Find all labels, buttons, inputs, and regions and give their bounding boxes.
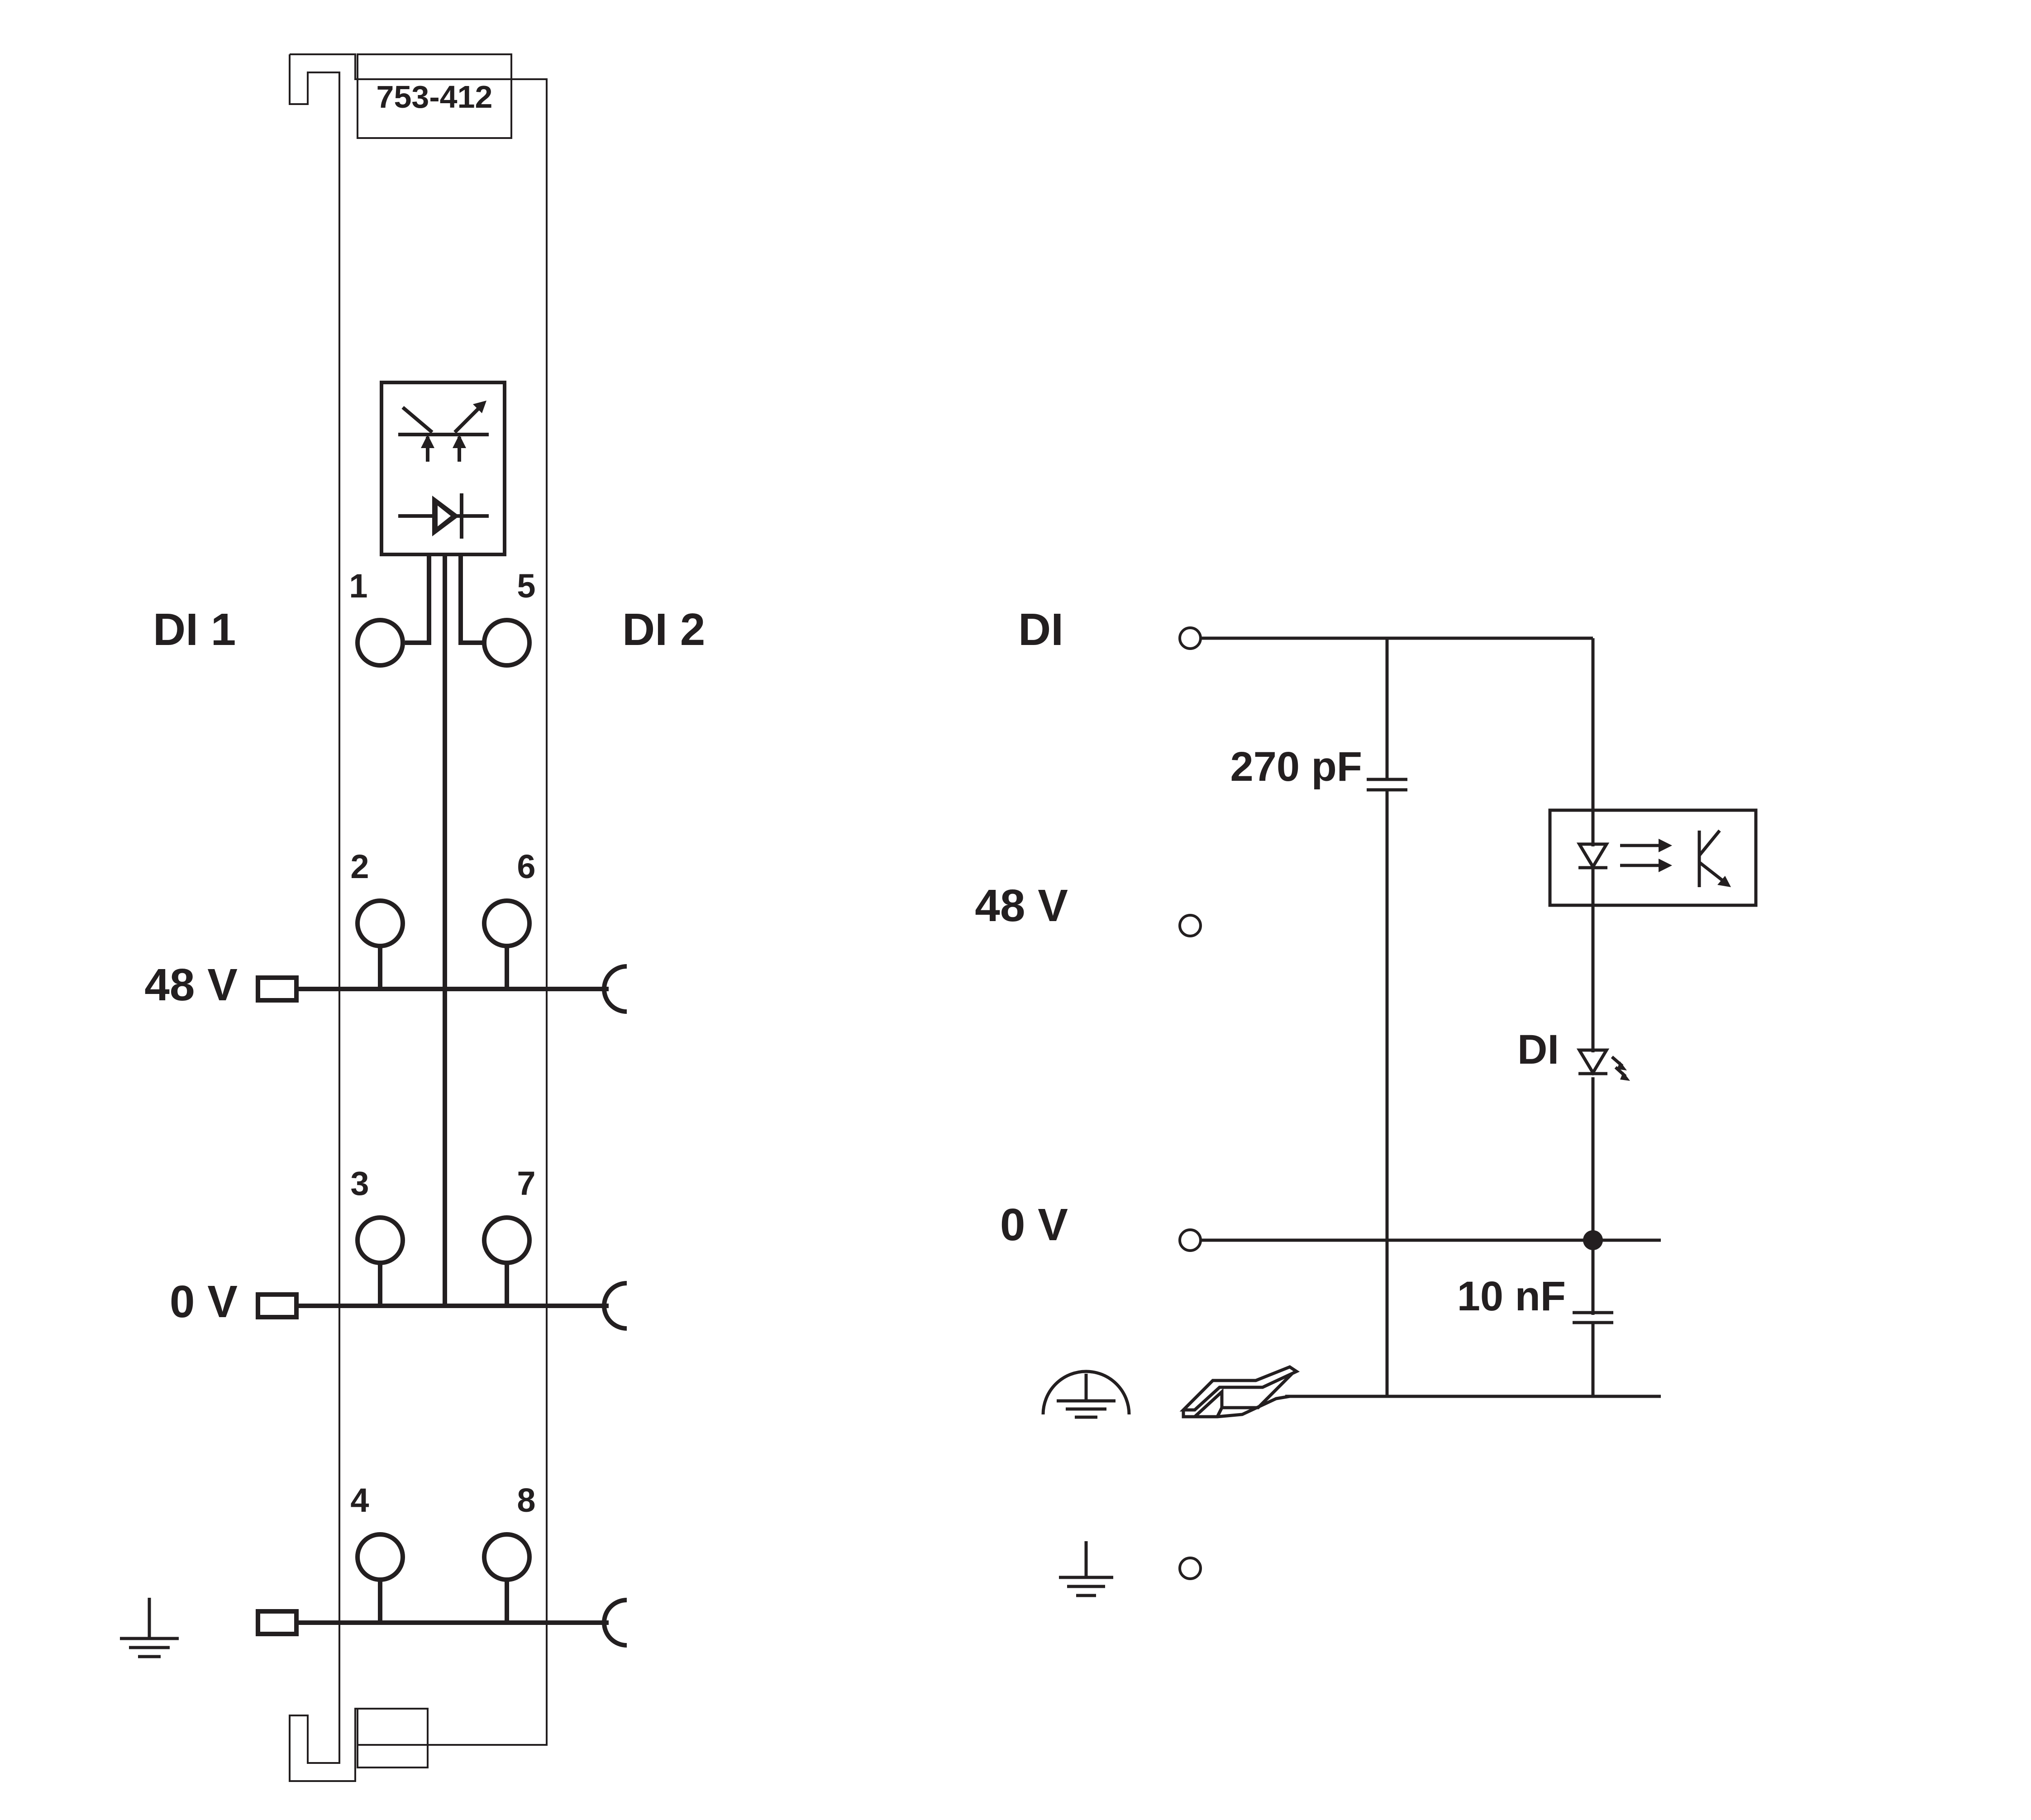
- rail-0v: [256, 1281, 627, 1331]
- channel-label-di2: DI 2: [622, 604, 705, 655]
- capacitor-270pf-label: 270 pF: [1230, 744, 1362, 790]
- terminal-number-4: 4: [350, 1481, 369, 1519]
- terminal-8[interactable]: [482, 1532, 532, 1623]
- capacitor-10nf: [1573, 1240, 1613, 1396]
- optocoupler-icon: [1548, 808, 1758, 907]
- terminal-number-3: 3: [350, 1165, 369, 1202]
- terminal-number-7: 7: [517, 1165, 535, 1202]
- terminal-number-6: 6: [517, 848, 535, 885]
- schematic-terminal-0v: [1178, 1228, 1202, 1252]
- schematic-label-48v: 48 V: [975, 880, 1068, 931]
- rail-label-0v: 0 V: [170, 1276, 238, 1327]
- terminal-2[interactable]: [355, 898, 405, 989]
- rail-48v: [256, 964, 627, 1014]
- schematic-label-di: DI: [1018, 604, 1063, 655]
- electronics-box: [380, 381, 506, 556]
- terminal-3[interactable]: [355, 1215, 405, 1306]
- schematic-terminal-48v[interactable]: [1178, 914, 1202, 937]
- terminal-7[interactable]: [482, 1215, 532, 1306]
- terminal-4[interactable]: [355, 1532, 405, 1623]
- terminal-number-1: 1: [349, 567, 367, 605]
- led-label-di: DI: [1517, 1027, 1559, 1073]
- terminal-number-8: 8: [517, 1481, 535, 1519]
- terminal-number-2: 2: [350, 848, 369, 885]
- schematic-terminal-ground: [1178, 1557, 1202, 1580]
- terminal-1[interactable]: [355, 618, 405, 668]
- optocoupler-symbol: [398, 401, 489, 462]
- din-rail-icon: [1179, 1365, 1300, 1419]
- capacitor-270pf: [1367, 638, 1407, 1396]
- di-line: [1178, 626, 1593, 650]
- channel-label-di1: DI 1: [153, 604, 236, 655]
- rail-ground: [256, 1598, 627, 1648]
- terminal-5[interactable]: [482, 618, 532, 668]
- diode-symbol: [398, 493, 489, 539]
- internal-bus: [405, 554, 484, 1308]
- shield-ground-icon: [1041, 1370, 1131, 1419]
- led-icon: [1576, 1046, 1630, 1081]
- ground-icon: [120, 1598, 179, 1658]
- schematic-label-0v: 0 V: [1000, 1199, 1068, 1250]
- schematic-terminal-di: [1178, 626, 1202, 650]
- rail-label-48v: 48 V: [144, 960, 238, 1010]
- schematic-ground-terminal: [1059, 1541, 1202, 1597]
- terminal-number-5: 5: [517, 567, 535, 605]
- module-part-number: 753-412: [377, 79, 493, 115]
- zero-volt-line: [1178, 1228, 1661, 1252]
- terminal-6[interactable]: [482, 898, 532, 989]
- module-body: [289, 53, 548, 1782]
- capacitor-10nf-label: 10 nF: [1457, 1273, 1566, 1319]
